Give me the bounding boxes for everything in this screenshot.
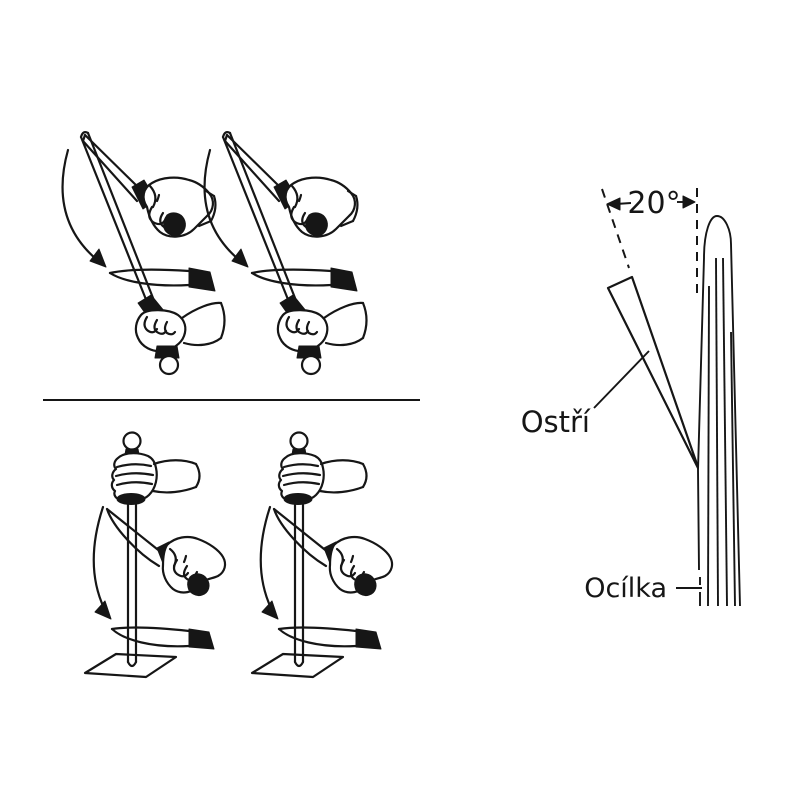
blade-angle-dashed-line — [601, 188, 630, 269]
angle-diagram: 20° Ostří Ocílka — [521, 186, 741, 607]
steel-ridge-line — [722, 257, 728, 607]
steel-label: Ocílka — [584, 573, 667, 604]
right-arrowhead-icon — [682, 195, 696, 209]
angle-value-label: 20° — [627, 186, 680, 221]
top-illustration-2 — [203, 131, 368, 376]
steel-ridge-line — [715, 257, 719, 607]
bottom-illustration-1 — [83, 431, 227, 679]
angle-arrows — [606, 195, 696, 211]
blade-wedge — [606, 275, 701, 472]
blade-leader-line — [593, 350, 650, 409]
steel-ridge-line — [730, 331, 736, 607]
steel-ridge-line — [707, 285, 710, 607]
blade-label: Ostří — [521, 405, 591, 439]
bottom-illustration-2 — [250, 431, 394, 679]
top-illustration-1 — [61, 131, 226, 376]
sharpening-steel-diagram — [697, 215, 741, 607]
left-arrowhead-icon — [606, 197, 621, 211]
